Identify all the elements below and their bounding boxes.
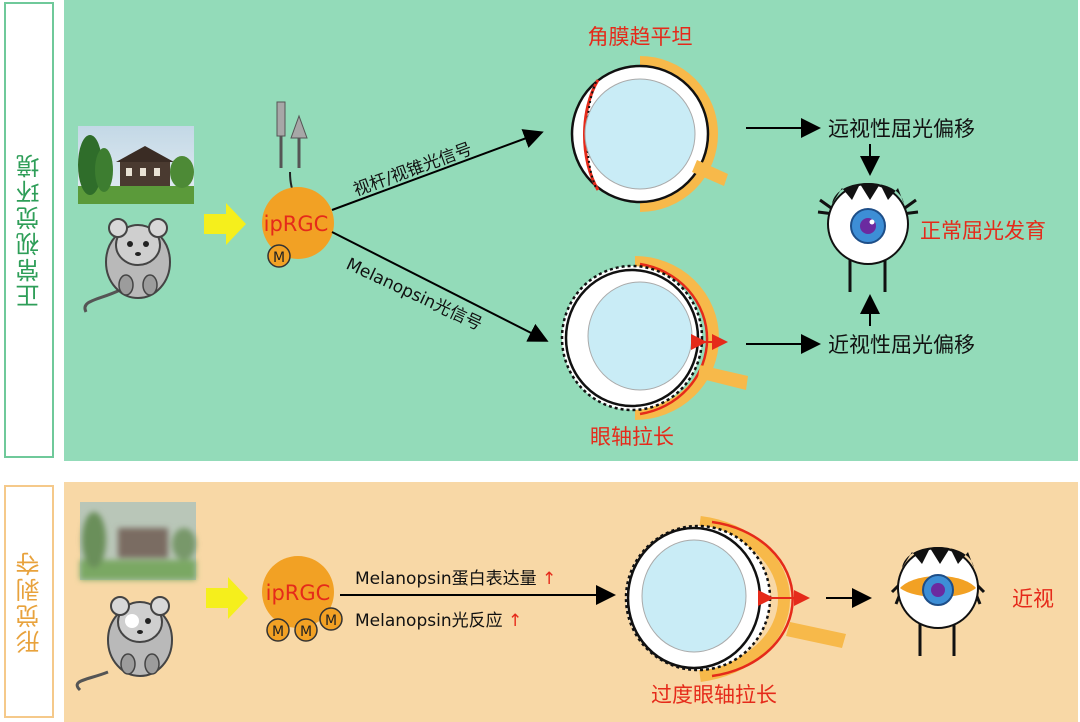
response-up-arrow: ↑ [508,611,522,631]
normal-eye-character [817,183,919,292]
melanopsin-m-label: M [273,250,285,266]
axial-elong-label: 眼轴拉长 [590,425,674,449]
deprivation-sidebar: 形觉剥夺 [4,485,54,718]
rod-cone-signal-text: 视杆/视锥光信号 [351,139,475,200]
expression-up-arrow: ↑ [542,569,556,589]
eye-flat-cornea: 角膜趋平坦 [570,25,728,212]
myopia-text: 近视 [1012,587,1054,611]
myopic-shift-text: 近视性屈光偏移 [828,333,975,357]
arrow-to-cornea [331,129,544,211]
yellow-arrow-icon-bottom [206,577,248,619]
myopic-eye-character [890,547,986,656]
melanopsin-response-text: Melanopsin光反应 ↑ [355,611,522,631]
normal-development-text: 正常屈光发育 [920,219,1046,243]
mouse-icon [83,218,171,313]
iprgc-label: ipRGC [264,212,329,236]
m-label-1: M [272,624,284,640]
rod-cone-icon [276,101,308,168]
cornea-flat-label: 角膜趋平坦 [588,25,693,49]
melanopsin-signal-text: Melanopsin光信号 [343,254,485,335]
melanopsin-expression-label: Melanopsin蛋白表达量 [355,569,537,589]
normal-env-sidebar: 正常视觉环境 [4,2,54,458]
blurred-scene-image [80,502,196,580]
clear-scene-image [78,126,194,204]
eye-axial-elong: 眼轴拉长 [560,256,748,449]
melanopsin-expression-text: Melanopsin蛋白表达量 ↑ [355,569,556,589]
iprgc-cell-bottom: ipRGC M M M [262,556,343,642]
melanopsin-response-label: Melanopsin光反应 [355,611,503,631]
eye-excess-elong: 过度眼轴拉长 [624,516,846,707]
excess-elong-label: 过度眼轴拉长 [651,683,777,707]
yellow-arrow-icon [204,203,246,245]
m-label-2: M [300,624,312,640]
iprgc-label-bottom: ipRGC [266,581,331,605]
hyperopic-shift-text: 远视性屈光偏移 [828,117,975,141]
m-label-3: M [325,613,337,629]
iprgc-cell: ipRGC M [262,171,334,268]
mouse-deprived-icon [75,596,173,692]
arrow-to-axial [331,231,549,342]
